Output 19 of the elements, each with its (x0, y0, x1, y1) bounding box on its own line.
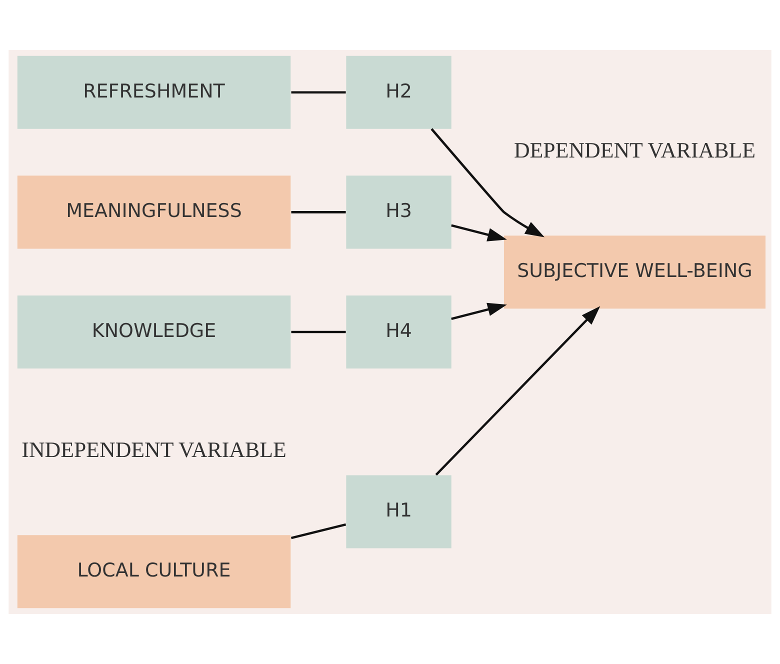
label: DEPENDENT VARIABLE (514, 137, 756, 162)
node-box: LOCAL CULTURE (17, 535, 291, 608)
node-box: SUBJECTIVE WELL-BEING (504, 236, 766, 309)
arrow (435, 306, 600, 476)
connector (291, 330, 346, 334)
arrow (451, 224, 507, 242)
arrow (430, 128, 545, 238)
connector (290, 523, 346, 540)
node-box: MEANINGFULNESS (17, 176, 291, 249)
node-box: H3 (346, 176, 452, 249)
node-box: H1 (346, 475, 452, 548)
connector (291, 91, 346, 94)
node-box: KNOWLEDGE (17, 295, 291, 369)
node-box: REFRESHMENT (17, 56, 291, 129)
connector (291, 211, 346, 214)
node-box: H2 (346, 56, 452, 129)
label: INDEPENDENT VARIABLE (22, 436, 286, 462)
arrow (451, 302, 507, 320)
node-box: H4 (346, 295, 452, 369)
